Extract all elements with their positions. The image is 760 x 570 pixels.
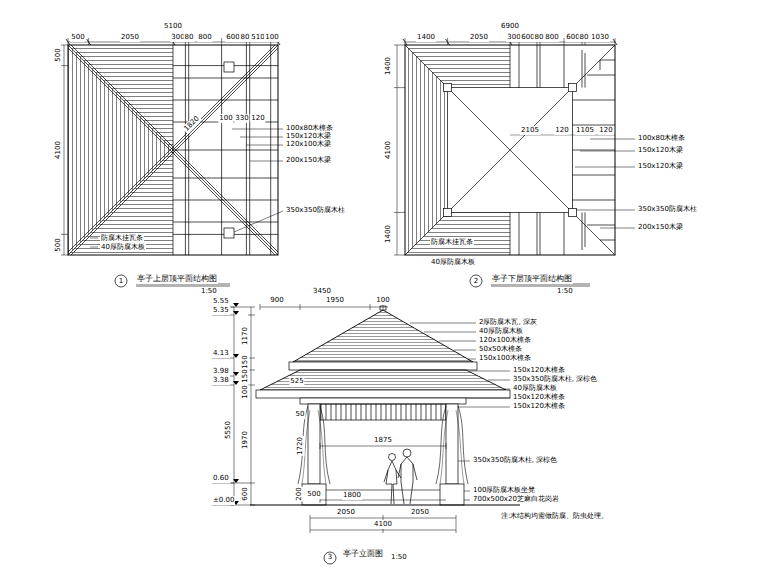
dimension-text: 80 [240, 33, 251, 42]
dimension-text: 4100 [54, 140, 63, 160]
level-text: 4.13 [212, 349, 230, 358]
dimension-text: 600 [225, 33, 240, 42]
dimension-text: 2050 [469, 33, 489, 42]
dimension-text: 1950 [325, 296, 345, 305]
note-text: 注:木结构均需做防腐、防虫处理。 [500, 512, 609, 521]
callout-text: 200x150木梁 [637, 223, 684, 232]
dimension-text: 2050 [336, 508, 356, 517]
level-text: 5.35 [212, 306, 230, 315]
scale-text: 1:50 [390, 553, 408, 562]
callout-text: 150x120木梁 [637, 146, 684, 155]
drawing-title: 亭子下层顶平面结构图 [491, 274, 573, 284]
callout-text: 50x50木檩条 [478, 345, 523, 354]
dimension-text: 6900 [500, 22, 520, 31]
drawing-title: 亭子立面图 [342, 549, 384, 559]
dimension-text: 5550 [224, 420, 233, 440]
dimension-text: 120 [554, 126, 569, 135]
dimension-text: 500 [70, 33, 85, 42]
callout-text: 350x350防腐木柱, 深棕色 [472, 456, 558, 465]
callout-text: 防腐木挂瓦条 [430, 238, 474, 247]
view-number: 3 [327, 553, 333, 562]
callout-text: 700x500x20芝麻白花岗岩 [472, 495, 560, 504]
dimension-text: 900 [269, 296, 284, 305]
callout-text: 100x80木檩条 [637, 134, 686, 143]
callout-text: 350x350防腐木柱 [637, 205, 698, 214]
plan-lower [394, 38, 635, 287]
callout-text: 40厚防腐木板 [430, 258, 476, 267]
callout-text: 150x120木梁 [637, 162, 684, 171]
dimension-text: 1170 [241, 326, 250, 346]
scale-text: 1:50 [556, 287, 574, 296]
scale-text: 1:50 [200, 287, 218, 296]
callout-text: 2厚防腐木瓦, 深灰 [478, 318, 538, 327]
dimension-text: 1400 [384, 56, 393, 76]
dimension-text: 1400 [416, 33, 436, 42]
dimension-text: 2050 [120, 33, 140, 42]
callout-text: 100厚防腐木板坐凳 [472, 486, 536, 495]
callout-text: 150x120木檩条 [512, 366, 566, 375]
dimension-text: 150 [241, 368, 250, 383]
level-text: 3.98 [212, 367, 230, 376]
callout-text: 40厚防腐木板 [512, 384, 558, 393]
callout-text: 350x350防腐木柱 [285, 206, 346, 215]
dimension-text: 100 [218, 114, 233, 123]
dimension-text: 330 [234, 114, 249, 123]
callout-text: 40厚防腐木板 [478, 327, 524, 336]
dimension-text: 1875 [373, 436, 393, 445]
view-number: 1 [118, 277, 124, 286]
dimension-text: 80 [534, 33, 545, 42]
callout-text: 200x150木梁 [285, 156, 332, 165]
dimension-text: 200 [295, 486, 304, 501]
dimension-text: 120 [250, 114, 265, 123]
dimension-text: 600 [241, 486, 250, 501]
callout-text: 120x100木梁 [285, 140, 332, 149]
dimension-text: 100 [375, 296, 390, 305]
callout-text: 150x100木檩条 [478, 354, 532, 363]
dimension-text: 3450 [312, 287, 332, 296]
elevation [212, 303, 520, 564]
dimension-text: 50 [295, 410, 306, 419]
view-number: 2 [473, 277, 479, 286]
callout-text: 防腐木挂瓦条 [100, 234, 144, 243]
dimension-text: 100 [264, 33, 279, 42]
dimension-text: 5100 [163, 22, 183, 31]
dimension-text: 500 [306, 490, 321, 499]
dimension-text: 120 [598, 126, 613, 135]
callout-text: 150x120木檩条 [512, 402, 566, 411]
level-text: 5.55 [212, 297, 230, 306]
dimension-text: 500 [54, 47, 63, 62]
dimension-text: 4100 [373, 520, 393, 529]
drawing-title: 亭子上层顶平面结构图 [136, 274, 218, 284]
dimension-text: 1720 [296, 436, 305, 456]
dimension-text: 4100 [384, 140, 393, 160]
dimension-text: 2050 [410, 508, 430, 517]
dimension-text: 500 [54, 237, 63, 252]
dimension-text: 1970 [241, 430, 250, 450]
dimension-text: 1030 [590, 33, 610, 42]
dimension-text: 100 [241, 384, 250, 399]
callout-text: 120x100木檩条 [478, 336, 532, 345]
dimension-text: 800 [197, 33, 212, 42]
dimension-text: 80 [184, 33, 195, 42]
callout-text: 40厚防腐木板 [100, 243, 146, 252]
dimension-text: 1800 [342, 491, 362, 500]
callout-text: 150x120木檩条 [512, 393, 566, 402]
dimension-text: 1400 [384, 224, 393, 244]
level-text: ±0.00 [212, 496, 235, 505]
dimension-text: 800 [544, 33, 559, 42]
dimension-text: 525 [289, 377, 304, 386]
callout-text: 350x350防腐木柱, 深棕色 [512, 375, 598, 384]
dimension-text: 1105 [575, 126, 595, 135]
dimension-text: 80 [579, 33, 590, 42]
level-text: 0.60 [212, 474, 230, 483]
plan-upper [61, 38, 283, 287]
level-text: 3.38 [212, 376, 230, 385]
dimension-text: 2105 [520, 126, 540, 135]
